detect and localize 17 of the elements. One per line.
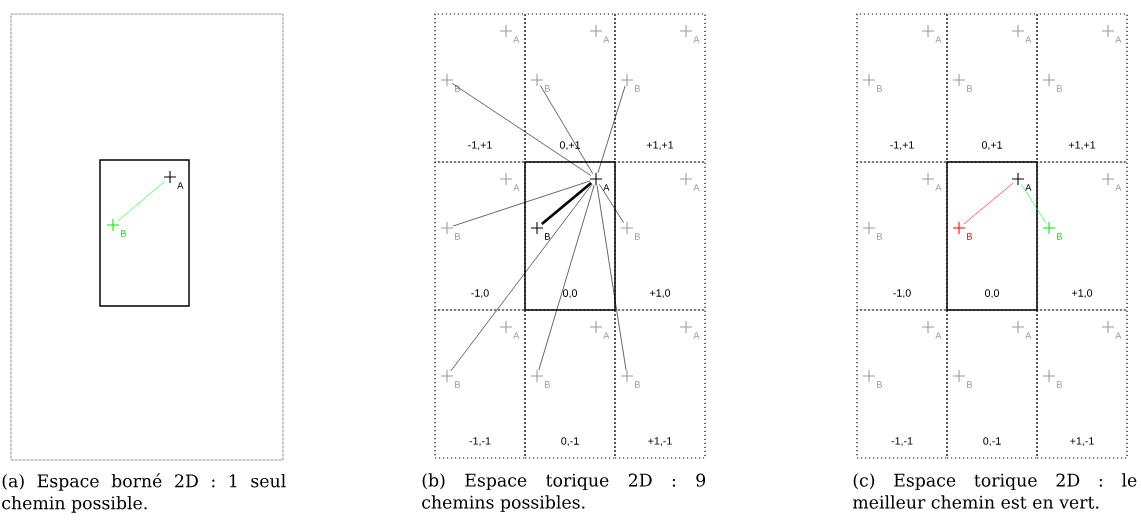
caption: (c) Espace torique 2D : le meilleur chemin est en vert. — [852, 473, 1137, 509]
path-line — [963, 182, 1014, 225]
path-line — [540, 182, 593, 226]
caption: (b) Espace torique 2D : 9 chemins possibles. — [422, 473, 706, 513]
path-line — [451, 83, 592, 176]
path-line — [596, 184, 627, 371]
caption: (a) Espace borné 2D : 1 seul chemin possible. — [2, 473, 286, 513]
path-line — [597, 85, 626, 174]
path-line — [538, 184, 595, 371]
path-line — [539, 85, 594, 174]
boundary-rectangle — [10, 13, 284, 461]
path-line — [1021, 184, 1046, 223]
path-line — [452, 180, 591, 227]
boundary-rectangle — [99, 159, 190, 307]
path-line — [117, 180, 166, 222]
path-line — [450, 183, 593, 372]
path-line — [599, 184, 624, 223]
